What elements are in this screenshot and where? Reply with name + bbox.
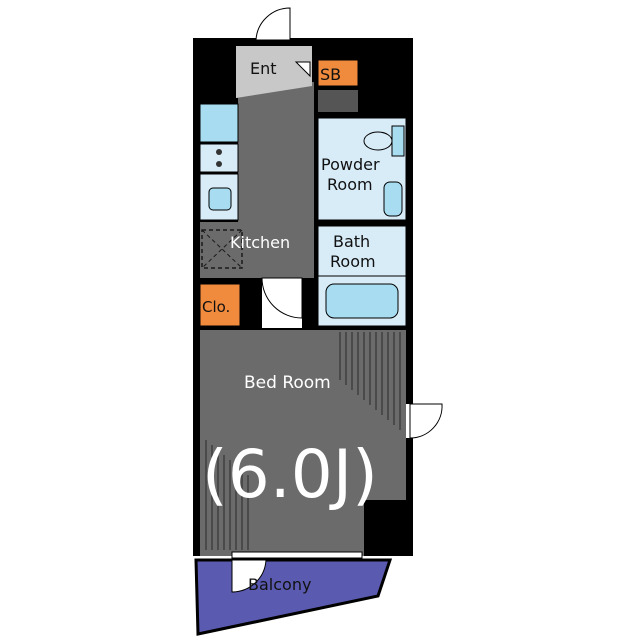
label-balcony: Balcony	[248, 575, 311, 594]
bath-room	[317, 225, 407, 277]
burner-icon	[216, 161, 222, 167]
bathtub-icon	[325, 283, 399, 319]
bedroom-window-sill	[231, 551, 363, 559]
label-closet: Clo.	[202, 298, 230, 316]
label-powder-room-2: Room	[327, 175, 373, 194]
label-bed-room: Bed Room	[244, 373, 331, 393]
washer-space	[201, 229, 243, 269]
bedroom-door-swing	[261, 277, 303, 319]
sink-basin	[208, 187, 232, 211]
flooring-hatch	[205, 332, 401, 550]
inner-door-icon	[294, 61, 311, 78]
balcony-door-swing	[231, 559, 267, 593]
label-bath-room-2: Room	[330, 252, 376, 271]
bed-room-floor	[200, 330, 406, 556]
label-kitchen: Kitchen	[230, 233, 290, 252]
label-bath-room-1: Bath	[333, 232, 370, 251]
burner-icon	[216, 149, 222, 155]
bedroom-inner-wall	[364, 500, 406, 556]
toilet-icon	[363, 131, 393, 151]
label-entrance: Ent	[250, 59, 277, 78]
side-door-swing	[409, 403, 443, 439]
toilet-tank	[391, 125, 405, 157]
washer-space-cross	[201, 229, 243, 269]
stove	[199, 143, 239, 173]
entrance-door-swing	[255, 7, 291, 41]
entrance-step	[236, 86, 312, 98]
sink	[199, 173, 239, 221]
label-shoe-box: SB	[320, 65, 341, 84]
shoe-box	[317, 59, 359, 87]
washer-space-cross	[201, 229, 243, 269]
label-powder-room-1: Powder	[321, 155, 380, 174]
shoe-box-lower	[318, 90, 358, 112]
washbasin-icon	[383, 181, 403, 217]
closet	[199, 283, 241, 327]
refrigerator	[199, 103, 239, 143]
label-bed-room-size: (6.0J)	[202, 436, 378, 513]
balcony	[194, 558, 393, 636]
